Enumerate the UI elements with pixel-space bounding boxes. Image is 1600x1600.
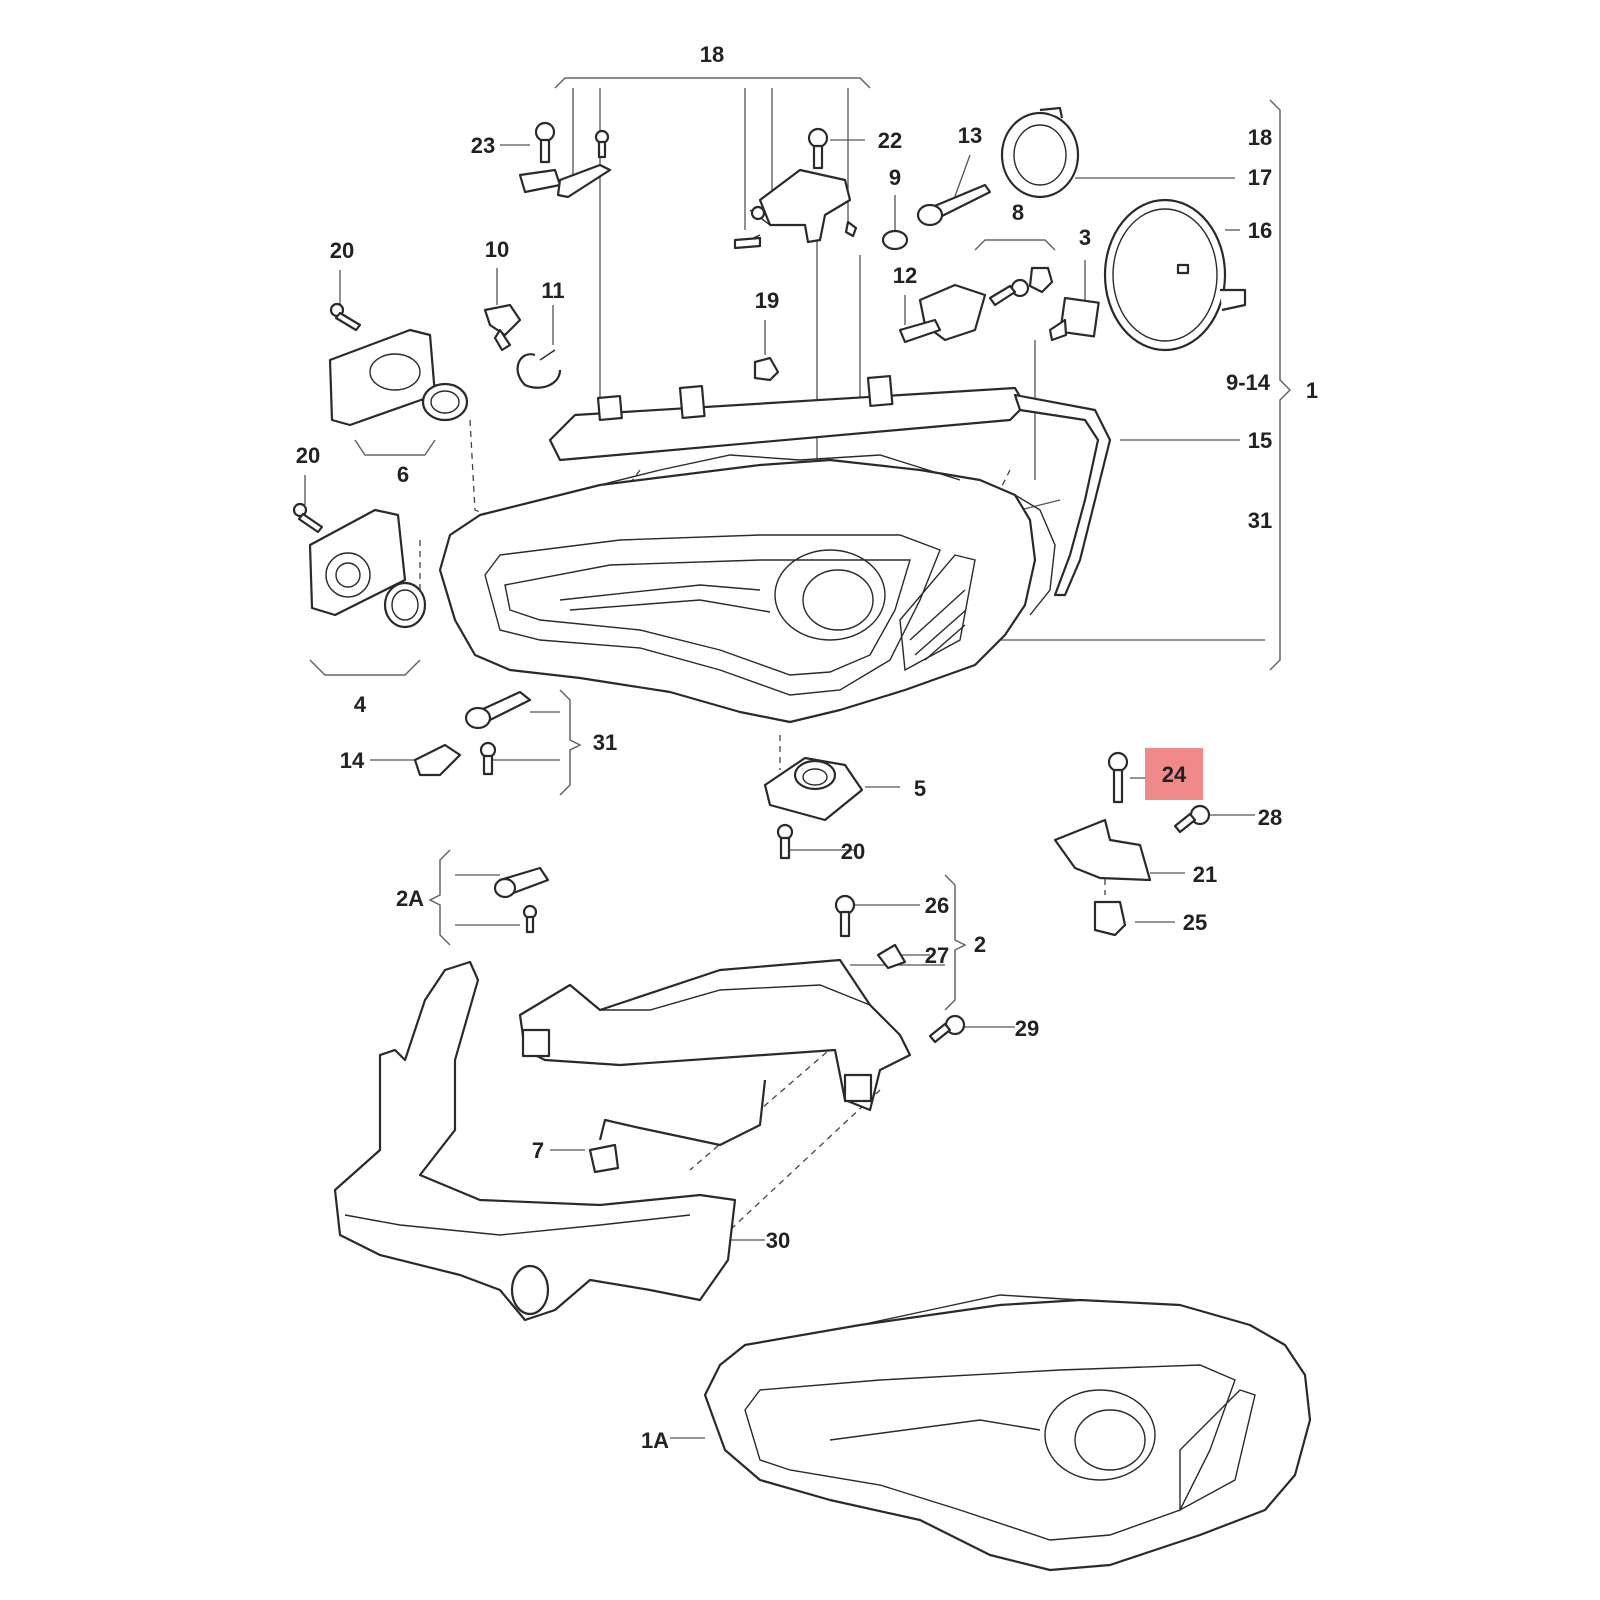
label-23[interactable]: 23	[471, 133, 495, 158]
part-5-ballast	[763, 756, 864, 822]
label-24[interactable]: 24	[1162, 762, 1187, 787]
bracket-31b	[559, 689, 582, 796]
part-9-bulb	[881, 229, 909, 251]
screw-20c	[776, 823, 794, 860]
part-13-bulb	[916, 183, 992, 227]
label-6[interactable]: 6	[397, 462, 409, 487]
part-7-wire	[588, 1079, 767, 1174]
screw-24	[1107, 751, 1129, 804]
part-19-grommet	[753, 356, 780, 382]
screw-31	[479, 741, 497, 776]
label-16[interactable]: 16	[1248, 218, 1272, 243]
label-26[interactable]: 26	[925, 893, 949, 918]
bracket-1	[1269, 99, 1292, 671]
label-9[interactable]: 9	[889, 165, 901, 190]
label-1A[interactable]: 1A	[641, 1428, 669, 1453]
part-8-nut	[1028, 266, 1054, 294]
bracket-2	[944, 874, 967, 1011]
part-17-cap	[1000, 106, 1080, 199]
callout-labels: 18 23 22 13 18 17 9 16 8 3 20 10 11 19 1…	[296, 42, 1318, 1453]
part-2A-bulb	[493, 866, 550, 899]
screws	[292, 121, 1211, 1044]
part-27-clip	[876, 943, 907, 970]
label-1[interactable]: 1	[1306, 378, 1318, 403]
label-19[interactable]: 19	[755, 288, 779, 313]
label-20-c[interactable]: 20	[841, 839, 865, 864]
bracket-6	[354, 439, 436, 456]
label-20-a[interactable]: 20	[330, 238, 354, 263]
part-14-31-bulbs	[413, 690, 532, 777]
group-brackets	[309, 77, 1292, 1011]
highlight-box-24	[1145, 748, 1203, 800]
screw-2A	[522, 904, 538, 934]
label-18-top[interactable]: 18	[700, 42, 724, 67]
label-7[interactable]: 7	[532, 1138, 544, 1163]
label-11[interactable]: 11	[541, 278, 564, 303]
screw-26	[834, 894, 856, 938]
part-11-spring	[516, 349, 562, 389]
label-21[interactable]: 21	[1193, 862, 1217, 887]
screw-8	[988, 278, 1030, 307]
label-18-right[interactable]: 18	[1248, 125, 1272, 150]
screw-28	[1173, 804, 1211, 834]
label-29[interactable]: 29	[1015, 1016, 1039, 1041]
label-14[interactable]: 14	[340, 748, 365, 773]
label-15[interactable]: 15	[1248, 428, 1272, 453]
screw-18a	[594, 129, 610, 159]
headlamp-1A	[703, 1294, 1312, 1572]
label-31-a[interactable]: 31	[1248, 508, 1272, 533]
label-20-b[interactable]: 20	[296, 443, 320, 468]
label-30[interactable]: 30	[766, 1228, 790, 1253]
screw-20a	[329, 302, 362, 332]
label-25[interactable]: 25	[1183, 910, 1207, 935]
label-3[interactable]: 3	[1079, 225, 1091, 250]
part-25-nut	[1093, 900, 1127, 937]
part-10-clip	[483, 303, 522, 352]
label-22[interactable]: 22	[878, 128, 902, 153]
label-2A[interactable]: 2A	[396, 886, 424, 911]
label-31-b[interactable]: 31	[593, 730, 617, 755]
label-5[interactable]: 5	[914, 776, 926, 801]
label-8[interactable]: 8	[1012, 200, 1024, 225]
label-4[interactable]: 4	[354, 692, 367, 717]
label-17[interactable]: 17	[1248, 165, 1272, 190]
label-10[interactable]: 10	[485, 237, 509, 262]
part-3-socket	[1048, 296, 1100, 342]
part-6-module	[328, 328, 469, 427]
bracket-4	[309, 659, 421, 676]
bracket-8	[974, 239, 1056, 251]
label-12[interactable]: 12	[893, 263, 917, 288]
label-13[interactable]: 13	[958, 123, 982, 148]
screw-22	[807, 127, 829, 170]
bracket-18-top	[554, 77, 871, 89]
label-28[interactable]: 28	[1258, 805, 1282, 830]
headlamp-assembly	[438, 454, 1056, 724]
screw-29	[928, 1014, 966, 1044]
label-9-14[interactable]: 9-14	[1226, 370, 1271, 395]
label-27[interactable]: 27	[925, 943, 949, 968]
part-16-cover	[1103, 198, 1247, 352]
part-21-bracket	[1053, 818, 1152, 882]
bracket-2A	[428, 849, 451, 946]
part-30-frame	[333, 960, 737, 1322]
part-2-lower-bracket	[518, 958, 912, 1112]
part-4-module	[308, 508, 427, 629]
screw-23	[534, 121, 556, 164]
assembly-dashed-lines	[419, 419, 1106, 1231]
part-12-socket	[898, 283, 987, 344]
upper-cover-trim	[548, 374, 1112, 597]
screw-20b	[292, 502, 324, 534]
label-2[interactable]: 2	[974, 932, 986, 957]
part-18-brackets	[518, 163, 858, 250]
